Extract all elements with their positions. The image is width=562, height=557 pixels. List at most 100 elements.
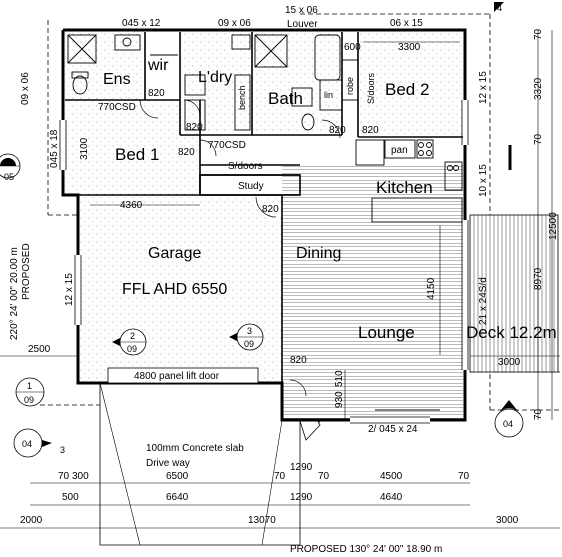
garage-floor [78, 195, 282, 383]
bed2-floor [358, 32, 463, 137]
dim-70-c: 70 [318, 471, 330, 482]
dim-3000-bottom: 3000 [496, 515, 519, 526]
label-820-garage: 820 [262, 204, 279, 215]
fixture-labels: bench lin robe S/doors S/doors pan 770CS… [98, 72, 408, 469]
bubble-04-right: 04 [494, 400, 524, 438]
room-kitchen: Kitchen [376, 178, 433, 197]
room-lounge: Lounge [358, 323, 415, 342]
window-045x18: 045 x 18 [49, 129, 60, 168]
dim-8970: 8970 [533, 267, 544, 290]
label-lin: lin [324, 90, 333, 100]
fixtures [67, 34, 463, 411]
window-sliding-2-045x24: 2/ 045 x 24 [368, 424, 418, 435]
dim-510: 510 [334, 370, 345, 387]
room-bed1: Bed 1 [115, 145, 159, 164]
ensuite-toilet [72, 75, 88, 95]
window-12x15-garage: 12 x 15 [64, 273, 75, 306]
window-10x15: 10 x 15 [478, 164, 489, 197]
window-045x12: 045 x 12 [122, 18, 161, 29]
label-770csd-b: 770CSD [208, 140, 246, 151]
dim-3000-right: 3000 [498, 357, 521, 368]
boundary-bottom-line: PROPOSED 130° 24' 00" 18.90 m [290, 544, 442, 555]
dim-70-b: 70 [274, 471, 286, 482]
dim-6500: 6500 [166, 471, 189, 482]
window-sliding-21x24: 21 x 24S/d [478, 277, 489, 325]
window-louver: Louver [287, 19, 318, 30]
svg-text:05: 05 [4, 172, 14, 182]
room-deck: Deck 12.2m [466, 323, 557, 342]
section-bubbles: 05 1 09 04 3 04 2 09 [0, 2, 524, 458]
label-820-ens: 820 [148, 88, 165, 99]
svg-text:1: 1 [27, 381, 32, 391]
dim-2500: 2500 [28, 344, 51, 355]
bubble-05: 05 [0, 153, 21, 182]
window-12x15-bed2: 12 x 15 [478, 71, 489, 104]
dim-3100: 3100 [79, 137, 90, 160]
bed1-floor [65, 100, 200, 195]
dim-70-top: 70 [533, 28, 544, 40]
label-slab: 100mm Concrete slab [146, 443, 244, 454]
dim-600: 600 [344, 42, 361, 53]
label-820-ldry: 820 [186, 122, 203, 133]
pantry [384, 139, 416, 159]
kitchen-bench [355, 139, 385, 166]
label-driveway: Drive way [146, 458, 190, 469]
label-820-lounge: 820 [290, 355, 307, 366]
room-study: Study [238, 181, 264, 192]
svg-text:09: 09 [24, 395, 34, 405]
room-wir: wir [147, 57, 169, 74]
dim-4150: 4150 [426, 277, 437, 300]
label-pan: pan [391, 145, 408, 156]
svg-text:3: 3 [60, 445, 65, 455]
label-bench: bench [237, 85, 247, 110]
label-sdoors-bed2: S/doors [366, 72, 376, 104]
dim-70-bot: 70 [533, 408, 544, 420]
bubble-09-left: 1 09 [15, 377, 45, 407]
robe [341, 59, 359, 101]
svg-text:2: 2 [130, 331, 135, 341]
dim-1290-b: 1290 [290, 492, 313, 503]
room-dining: Dining [296, 245, 341, 262]
cooktop [416, 139, 434, 159]
dim-70-a: 70 [58, 471, 70, 482]
svg-text:04: 04 [503, 419, 513, 429]
dimension-text: 600 3300 3100 4360 4150 930 510 2500 300… [20, 28, 559, 526]
ensuite-shower [67, 34, 97, 64]
bubble-3-09: 3 09 [229, 323, 264, 351]
dim-2000: 2000 [20, 515, 43, 526]
dim-3300: 3300 [398, 42, 421, 53]
boundary-labels: 220° 24' 00" 20.00 m PROPOSED PROPOSED 1… [9, 243, 442, 555]
boundary-left-line: 220° 24' 00" 20.00 m [9, 247, 20, 340]
bath-vanity [291, 87, 313, 107]
room-bed2: Bed 2 [385, 80, 429, 99]
room-ens: Ens [103, 71, 131, 88]
window-09x06: 09 x 06 [218, 18, 251, 29]
deck-area [469, 214, 559, 373]
window-marks [59, 100, 512, 424]
svg-text:3: 3 [247, 326, 252, 336]
label-820-bed1: 820 [178, 147, 195, 158]
room-ldry: L'dry [198, 69, 232, 86]
label-820-bath: 820 [329, 125, 346, 136]
living-floor [282, 165, 463, 420]
dim-6640: 6640 [166, 492, 189, 503]
island-bench [371, 197, 463, 223]
dim-4640: 4640 [380, 492, 403, 503]
dim-4500: 4500 [380, 471, 403, 482]
dim-70-d: 70 [458, 471, 470, 482]
dimension-lines [0, 30, 560, 529]
window-labels: 045 x 12 09 x 06 15 x 06 Louver 06 x 15 … [20, 5, 489, 435]
dim-12500: 12500 [548, 212, 559, 240]
svg-text:09: 09 [127, 344, 137, 354]
room-labels: Ens wir L'dry Bath Bed 2 Bed 1 Kitchen S… [103, 57, 557, 342]
svg-text:04: 04 [22, 439, 32, 449]
dim-300: 300 [72, 471, 89, 482]
laundry-tub [184, 74, 206, 96]
bath-toilet [301, 113, 315, 131]
internal-walls [65, 32, 465, 383]
label-770csd-a: 770CSD [98, 102, 136, 113]
dim-3320: 3320 [533, 77, 544, 100]
corner-mark: 4 [494, 2, 504, 13]
ensuite-vanity [114, 34, 141, 51]
